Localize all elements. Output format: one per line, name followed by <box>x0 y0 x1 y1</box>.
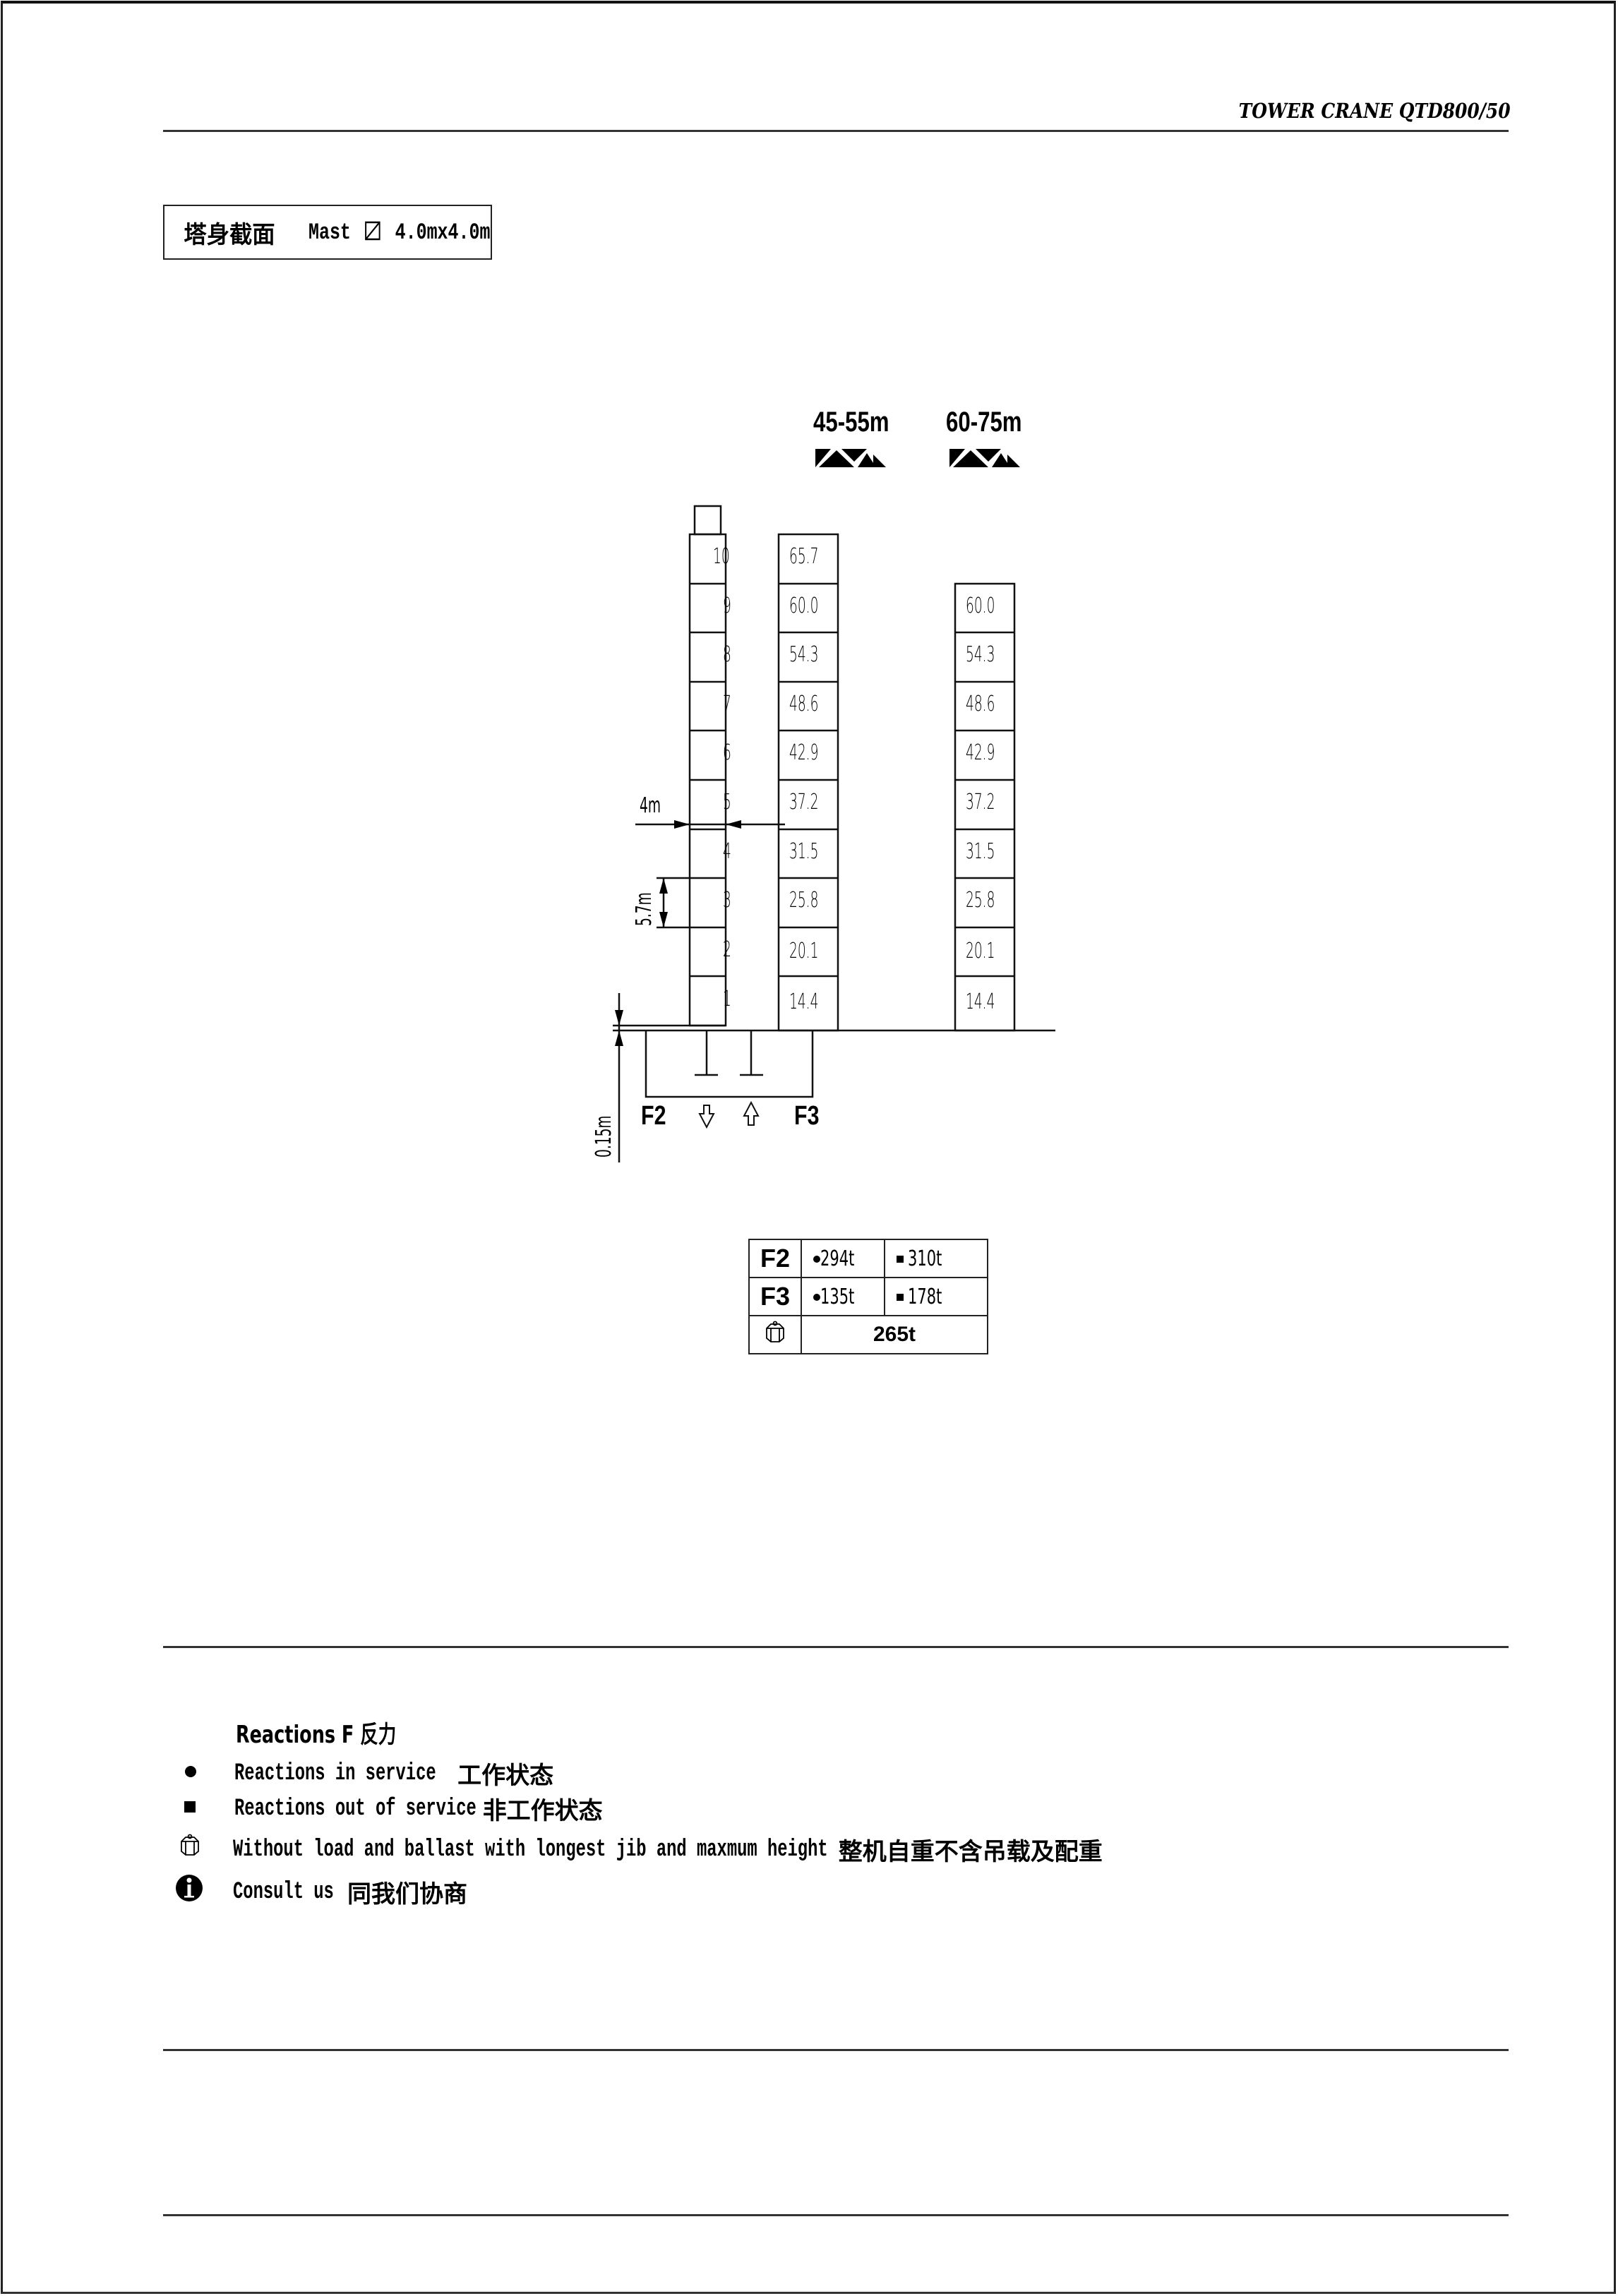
document-title: TOWER CRANE QTD800/50 <box>1239 99 1511 123</box>
bullet-square-icon <box>184 1801 196 1813</box>
row-label: F2 <box>748 1239 802 1278</box>
legend-item-in-service: Reactions in service 工作状态 <box>234 1760 554 1791</box>
mast-segment-label: 10 <box>713 544 730 569</box>
height-60-75: 48.6 <box>966 692 995 716</box>
height-45-55: 31.5 <box>789 839 819 864</box>
mast-segment-label: 2 <box>723 937 731 962</box>
footer-divider <box>163 2214 1509 2216</box>
header-divider <box>163 130 1509 132</box>
mast-segment-label: 4 <box>723 839 731 864</box>
mast-segment-label: 8 <box>723 642 731 667</box>
section-divider <box>163 2049 1509 2051</box>
mast-segment-label: 1 <box>723 987 731 1011</box>
force-f2-label: F2 <box>641 1101 666 1131</box>
segment-height-dimension: 5.7m <box>632 892 657 926</box>
in-service-value: 135t <box>801 1277 885 1316</box>
out-of-service-value: 178t <box>884 1277 988 1316</box>
bullet-dot-icon <box>185 1766 196 1777</box>
height-45-55: 42.9 <box>789 740 819 765</box>
square-section-icon <box>365 221 380 240</box>
base-offset-dimension: 0.15m <box>592 1115 616 1158</box>
legend-item-consult: Consult us 同我们协商 <box>233 1878 468 1909</box>
height-45-55: 25.8 <box>789 888 819 913</box>
height-60-75: 42.9 <box>966 740 995 765</box>
height-45-55: 60.0 <box>789 594 819 618</box>
bullet-dot-icon <box>813 1294 820 1301</box>
mast-segment-label: 6 <box>723 740 731 765</box>
out-of-service-value: 310t <box>884 1239 988 1278</box>
mast-width-dimension: 4m <box>640 793 661 818</box>
bullet-square-icon <box>897 1256 904 1263</box>
legend-item-out-of-service: Reactions out of service 非工作状态 <box>234 1795 603 1826</box>
mast-section-spec: Mast 4.0mx4.0m <box>308 219 491 246</box>
mast-segment-label: 3 <box>723 888 731 913</box>
height-45-55: 14.4 <box>789 990 819 1014</box>
height-60-75: 37.2 <box>966 790 995 815</box>
jib-45-55-heading: 45-55m <box>813 407 889 438</box>
height-60-75: 20.1 <box>966 939 995 963</box>
mast-section-label-cn: 塔身截面 <box>184 220 275 249</box>
height-60-75: 25.8 <box>966 888 995 913</box>
height-60-75: 54.3 <box>966 642 995 667</box>
counterweight-icon <box>181 1834 199 1856</box>
counterweight-icon <box>766 1321 784 1342</box>
table-row: 265t <box>748 1315 988 1354</box>
info-icon <box>176 1875 203 1901</box>
height-45-55: 65.7 <box>789 544 819 569</box>
counterweight-icon-cell <box>748 1315 802 1354</box>
height-60-75: 60.0 <box>966 594 995 618</box>
bullet-square-icon <box>897 1294 904 1301</box>
jib-truss-icon <box>949 449 1020 467</box>
height-45-55: 37.2 <box>789 790 819 815</box>
mast-segment-label: 5 <box>723 790 731 815</box>
height-60-75: 31.5 <box>966 839 995 864</box>
section-divider <box>163 1646 1509 1648</box>
legend-item-self-weight: Without load and ballast with longest ji… <box>233 1836 1103 1867</box>
legend-title: Reactions F 反力 <box>236 1721 397 1749</box>
jib-60-75-heading: 60-75m <box>946 407 1022 438</box>
height-45-55: 54.3 <box>789 642 819 667</box>
row-label: F3 <box>748 1277 802 1316</box>
force-f3-label: F3 <box>794 1101 820 1131</box>
in-service-value: 294t <box>801 1239 885 1278</box>
height-45-55: 20.1 <box>789 939 819 963</box>
jib-truss-icon <box>815 449 886 467</box>
height-45-55: 48.6 <box>789 692 819 716</box>
height-60-75: 14.4 <box>966 990 995 1014</box>
total-weight: 265t <box>801 1315 988 1354</box>
table-row: F2 294t 310t <box>748 1239 988 1278</box>
table-row: F3 135t 178t <box>748 1277 988 1316</box>
arrow-down-icon <box>698 1105 715 1129</box>
mast-section-box: 塔身截面 Mast 4.0mx4.0m <box>163 205 492 260</box>
bullet-dot-icon <box>813 1256 820 1263</box>
mast-segment-label: 9 <box>723 594 731 618</box>
mast-segment-label: 7 <box>723 692 731 716</box>
arrow-up-icon <box>743 1100 760 1126</box>
reactions-table: F2 294t 310t F3 135t 178t <box>748 1239 988 1354</box>
